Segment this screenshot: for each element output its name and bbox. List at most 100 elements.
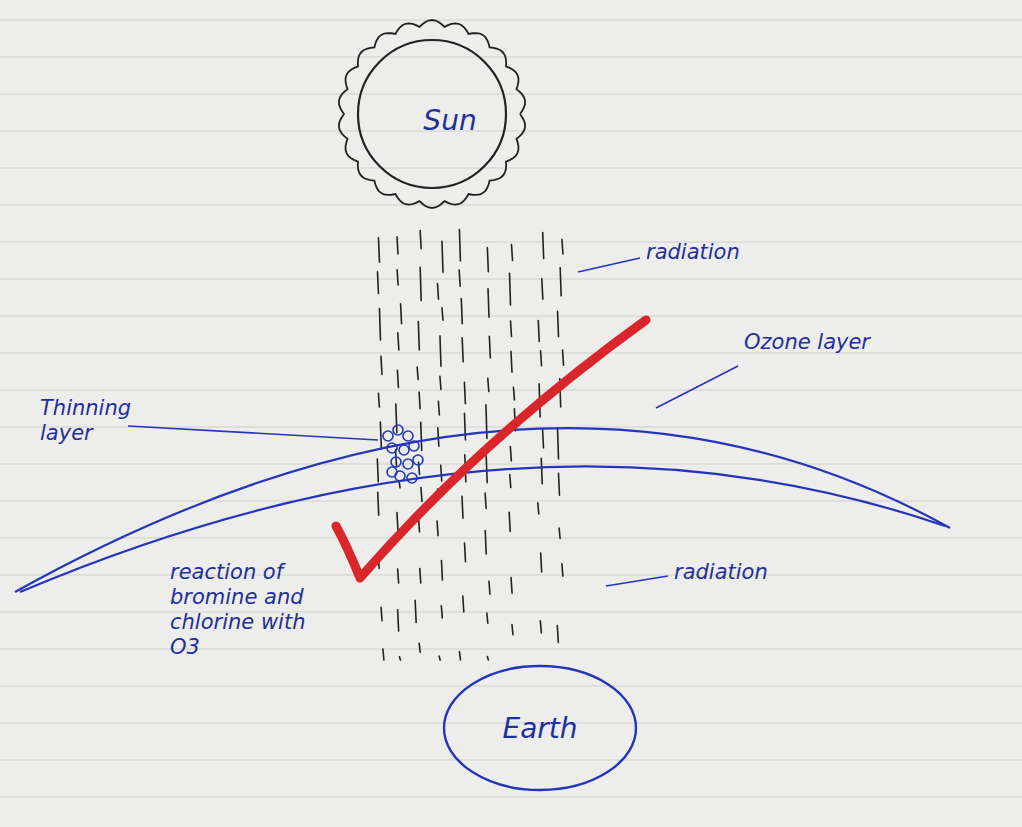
paper-line: [0, 20, 1022, 21]
radiation-dash: [488, 289, 489, 318]
radiation-dash: [462, 496, 463, 518]
radiation-dash: [398, 610, 399, 631]
radiation-dash: [377, 459, 378, 482]
radiation-dash: [558, 428, 559, 459]
thinning-blob: [407, 473, 417, 483]
radiation-dash: [462, 338, 463, 362]
radiation-dash: [419, 392, 420, 409]
paper-line: [0, 612, 1022, 613]
radiation-dash: [379, 309, 380, 340]
radiation-dash: [510, 447, 511, 461]
radiation-dash: [511, 625, 514, 635]
paper-line: [0, 649, 1022, 650]
radiation-dash: [421, 422, 422, 450]
radiation-dash: [486, 456, 487, 483]
radiation-dash: [381, 356, 382, 374]
radiation-dash: [459, 652, 460, 660]
paper-line: [0, 242, 1022, 243]
radiation-dash: [398, 569, 399, 583]
radiation-dash: [486, 405, 487, 439]
radiation-dash: [378, 238, 379, 262]
radiation-dash: [440, 376, 441, 389]
radiation-dash: [415, 600, 416, 622]
node-text: Sun: [423, 104, 476, 137]
sun-circle: Sun: [332, 14, 532, 214]
thinning-cluster: [383, 425, 423, 483]
sun-rays-outline: [339, 20, 525, 208]
paper-line: [0, 464, 1022, 465]
thinning-blob: [413, 455, 423, 465]
radiation-dash: [511, 351, 512, 372]
radiation-dash: [464, 382, 465, 403]
radiation-dash: [418, 322, 419, 350]
radiation-dash: [383, 649, 384, 660]
radiation-dash: [543, 233, 544, 259]
radiation-dash: [485, 531, 486, 554]
radiation-dash: [510, 273, 511, 305]
radiation-dash: [538, 503, 539, 514]
radiation-dash: [464, 413, 465, 440]
radiation-dash: [558, 311, 559, 336]
radiation-dash: [420, 231, 421, 249]
paper-line: [0, 279, 1022, 280]
paper-line: [0, 205, 1022, 206]
radiation-dash: [437, 521, 438, 536]
radiation-dash: [442, 241, 443, 272]
radiation-dash: [558, 473, 559, 495]
red-checkmark: [336, 320, 646, 578]
thinning-blob: [409, 441, 419, 451]
radiation-dash: [509, 512, 510, 531]
radiation-dash: [512, 245, 513, 261]
radiation-dash: [541, 553, 542, 572]
radiation-dash: [397, 513, 398, 531]
paper-line: [0, 390, 1022, 391]
radiation-dash: [419, 643, 420, 652]
radiation-dash: [511, 321, 512, 337]
ozone-inner-arc: [20, 466, 945, 592]
earth-circle: Earth: [440, 662, 640, 794]
radiation-dash: [510, 475, 511, 488]
radiation-dash: [459, 230, 460, 261]
radiation-dash: [377, 272, 378, 294]
paper-line: [0, 686, 1022, 687]
paper-line: [0, 316, 1022, 317]
thinning-blob: [399, 445, 409, 455]
leader-line: [578, 258, 640, 272]
leader-line: [606, 576, 668, 586]
radiation-dash: [437, 284, 438, 300]
thinning-blob: [383, 431, 393, 441]
radiation-dash: [380, 422, 381, 449]
paper-line: [0, 94, 1022, 95]
note-label: radiation: [674, 560, 814, 585]
radiation-dash: [487, 613, 488, 623]
paper-lines: [0, 20, 1022, 797]
radiation-dash: [441, 465, 442, 481]
note-label: Thinning layer: [40, 396, 130, 446]
radiation-dash: [464, 543, 465, 562]
note-label: Ozone layer: [744, 330, 904, 355]
radiation-dash: [441, 560, 442, 580]
radiation-dash: [489, 581, 490, 594]
radiation-dash: [381, 607, 382, 621]
sun-disc: [358, 40, 506, 188]
note-label: reaction of bromine and chlorine with O3: [170, 560, 320, 660]
radiation-dash: [397, 370, 398, 387]
radiation-dash: [378, 492, 379, 515]
earth-outline: [444, 666, 636, 790]
note-label: radiation: [646, 240, 786, 265]
radiation-dash: [562, 564, 563, 576]
radiation-dash: [397, 237, 398, 254]
paper-line: [0, 797, 1022, 798]
paper-line: [0, 501, 1022, 502]
radiation-dash: [487, 247, 488, 271]
radiation-dash: [441, 606, 442, 618]
thinning-blob: [391, 457, 401, 467]
radiation-dash: [401, 304, 402, 324]
radiation-dash: [463, 596, 464, 612]
thinning-blob: [403, 431, 413, 441]
paper-line: [0, 760, 1022, 761]
radiation-dash: [563, 350, 564, 365]
radiation-dash: [442, 308, 443, 320]
